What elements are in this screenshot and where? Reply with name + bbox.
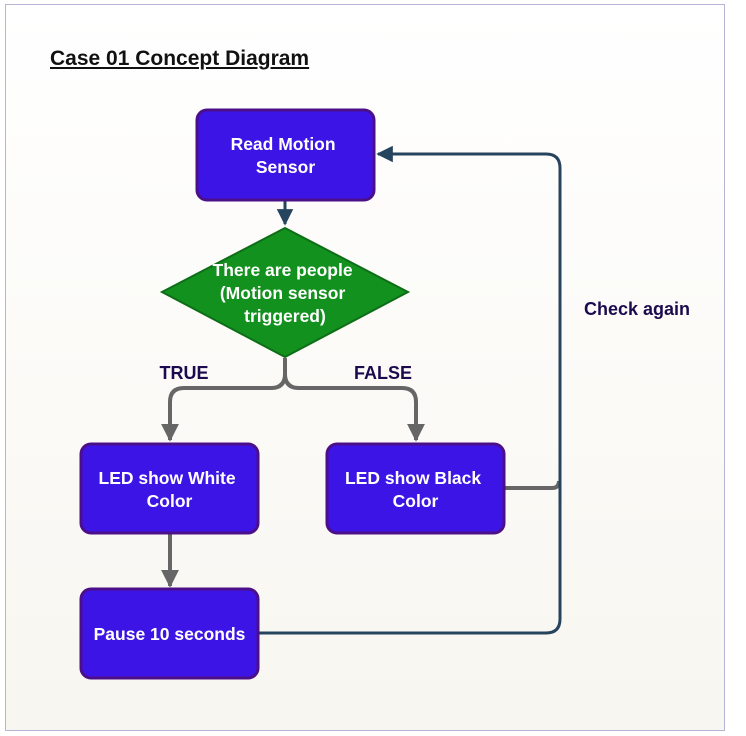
- svg-text:There are people (Moti: There are people (Motion sensor triggere…: [213, 260, 358, 326]
- node-read-motion-sensor: Read Motion Sensor: [195, 108, 376, 202]
- svg-text:LED show Black Color: LED show Black Color: [345, 468, 486, 511]
- label-false: FALSE: [354, 363, 412, 383]
- node-decision-line-1: There are people: [213, 260, 353, 280]
- node-pause-line-1: Pause 10 seconds: [94, 624, 246, 644]
- node-pause: Pause 10 seconds: [79, 587, 260, 680]
- label-check-again: Check again: [584, 299, 690, 319]
- node-led-white: LED show White Color: [79, 442, 260, 535]
- node-led-white-line-2: Color: [147, 491, 193, 511]
- node-read-motion-sensor-line-1: Read Motion: [231, 134, 336, 154]
- node-decision-line-2: (Motion sensor: [220, 283, 346, 303]
- node-led-white-line-1: LED show White: [99, 468, 236, 488]
- node-led-black-line-2: Color: [393, 491, 439, 511]
- diagram-title: Case 01 Concept Diagram: [50, 47, 310, 70]
- edge-decision-false: [283, 373, 425, 442]
- svg-text:LED show White Color: LED show White Color: [99, 468, 241, 511]
- node-read-motion-sensor-line-2: Sensor: [256, 157, 316, 177]
- node-decision-line-3: triggered): [244, 306, 326, 326]
- label-true: TRUE: [160, 363, 209, 383]
- node-decision-people: There are people (Motion sensor triggere…: [159, 226, 411, 359]
- svg-text:Read Motion Sensor: Read Motion Sensor: [231, 134, 341, 177]
- edge-loop-check-again: [258, 145, 562, 635]
- svg-text:Pause 10 seconds: Pause 10 seconds: [94, 624, 246, 644]
- edge-black-to-loop: [504, 480, 561, 490]
- node-led-black-line-1: LED show Black: [345, 468, 481, 488]
- node-led-black: LED show Black Color: [325, 442, 506, 535]
